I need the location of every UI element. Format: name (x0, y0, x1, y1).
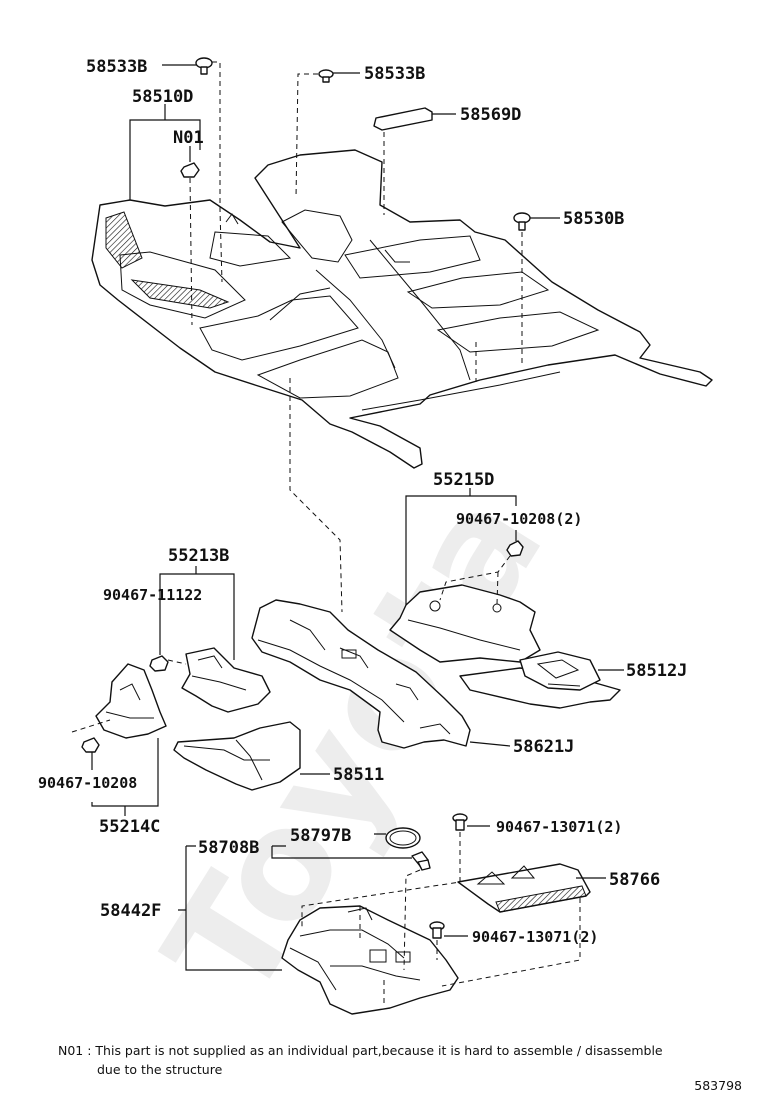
part-58512j (459, 651, 621, 709)
dash-lower-1 (301, 832, 461, 930)
label-90467-13071-lower: 90467-13071(2) (472, 928, 598, 946)
bracket-58797b-58708b (271, 833, 412, 859)
label-90467-10208-2: 90467-10208(2) (456, 510, 582, 528)
label-55213b: 55213B (168, 546, 229, 566)
dash-10208-left (71, 719, 111, 733)
clip-58533b-right (318, 69, 334, 83)
dash-11122 (167, 659, 187, 665)
part-58569d-pad (373, 107, 433, 131)
bracket-55213b (159, 566, 235, 660)
label-58533b-right: 58533B (364, 64, 425, 84)
nut-n01 (180, 162, 200, 178)
main-floor-carpet (91, 149, 713, 469)
bracket-55214c (91, 738, 159, 816)
bolt-90467-11122 (149, 655, 169, 672)
label-58621j: 58621J (513, 737, 574, 757)
label-58512j: 58512J (626, 661, 687, 681)
diagram-code: 583798 (694, 1078, 742, 1093)
label-58511: 58511 (333, 765, 384, 785)
part-58442f-console-pad (281, 905, 459, 1015)
part-55213b (181, 647, 271, 713)
dash-58533b-left (212, 61, 223, 283)
label-90467-11122: 90467-11122 (103, 586, 202, 604)
label-90467-10208: 90467-10208 (38, 774, 137, 792)
dash-n01 (189, 177, 193, 326)
bracket-58442f (178, 845, 282, 971)
label-58569d: 58569D (460, 105, 521, 125)
part-58621j-tunnel (251, 599, 471, 749)
label-58797b: 58797B (290, 826, 351, 846)
clip-58530b (513, 212, 531, 231)
part-58708b-clip (411, 851, 431, 871)
footnote-n01-continued: due to the structure (97, 1062, 223, 1077)
label-58442f: 58442F (100, 901, 161, 921)
label-58533b-left: 58533B (86, 57, 147, 77)
label-55214c: 55214C (99, 817, 160, 837)
clip-90467-13071-upper (452, 813, 468, 831)
label-n01: N01 (173, 128, 204, 148)
part-55214c (95, 663, 167, 739)
dash-rear-nut (439, 555, 511, 601)
nut-90467-10208-rear (506, 540, 524, 557)
label-58530b: 58530B (563, 209, 624, 229)
label-58766: 58766 (609, 870, 660, 890)
footnote-n01: N01 : This part is not supplied as an in… (58, 1043, 663, 1058)
label-58510d: 58510D (132, 87, 193, 107)
clip-58533b-left (195, 57, 213, 75)
part-58766-pad (457, 863, 591, 913)
leader-58621j (469, 741, 511, 747)
part-58511 (173, 721, 301, 791)
nut-90467-10208-left (81, 737, 100, 753)
label-55215d: 55215D (433, 470, 494, 490)
part-58797b-ring (385, 827, 421, 849)
bracket-55215d (405, 488, 517, 605)
dash-lower-4 (441, 898, 581, 987)
clip-90467-13071-lower (429, 921, 445, 939)
label-58708b: 58708B (198, 838, 259, 858)
part-55215d (389, 584, 541, 663)
label-90467-13071-upper: 90467-13071(2) (496, 818, 622, 836)
bracket-58510d (129, 104, 201, 200)
dash-58533b-right (295, 73, 318, 199)
dash-centre (289, 378, 343, 613)
